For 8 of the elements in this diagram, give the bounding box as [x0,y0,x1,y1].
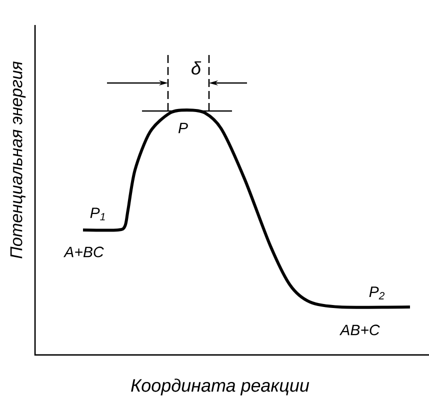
point-label: P$_{2}$ [369,286,384,300]
point-label: P$_{1}$ [90,208,105,220]
dimension-label: δ [192,61,202,75]
state-label: A+BC [63,246,104,258]
state-label: AB+C [339,324,380,336]
axis-label: Координата реакции [131,378,310,396]
point-label: P [178,122,188,134]
axis-label: Потенциальная энергия [10,61,26,258]
